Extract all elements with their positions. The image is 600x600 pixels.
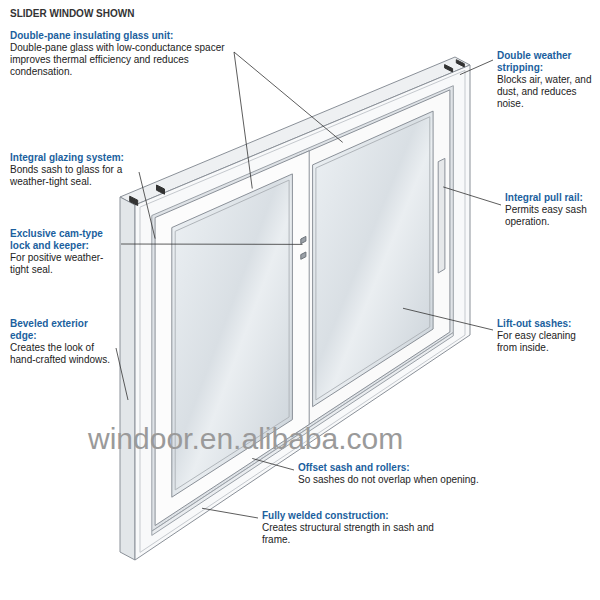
callout-text: Blocks air, water, and dust, and reduces… — [497, 74, 593, 110]
glass-section — [456, 60, 464, 67]
callout: Lift-out sashes:For easy cleaning from i… — [497, 318, 593, 354]
diagram-title: SLIDER WINDOW SHOWN — [10, 8, 134, 20]
leader-line — [252, 458, 294, 470]
callout-heading: Double weather stripping: — [497, 50, 593, 74]
callout-heading: Lift-out sashes: — [497, 318, 593, 330]
callout-heading: Offset sash and rollers: — [298, 462, 498, 474]
callout-text: Bonds sash to glass for a weather-tight … — [10, 164, 135, 188]
callout-text: For easy cleaning from inside. — [497, 330, 593, 354]
callout-text: So sashes do not overlap when opening. — [298, 474, 498, 486]
callout: Integral glazing system:Bonds sash to gl… — [10, 152, 135, 188]
callout: Double weather stripping:Blocks air, wat… — [497, 50, 593, 110]
watermark-group: windoor.en.alibaba.com — [88, 422, 518, 456]
callout-text: Double-pane glass with low-conductance s… — [10, 42, 232, 78]
watermark: windoor.en.alibaba.com — [88, 422, 518, 456]
leader-line — [460, 60, 493, 75]
callout-text: Permits easy sash operation. — [505, 204, 593, 228]
lock — [301, 236, 306, 243]
glass-section — [157, 185, 165, 194]
glass-section — [130, 196, 138, 205]
callout: Integral pull rail:Permits easy sash ope… — [505, 192, 593, 228]
leader-line — [121, 244, 303, 245]
keeper — [301, 252, 306, 259]
callout-text: Creates the look of hand-crafted windows… — [10, 342, 112, 366]
leader-line — [403, 308, 493, 330]
glass-section — [445, 65, 453, 72]
leader-line — [116, 348, 128, 400]
callout-heading: Fully welded construction: — [262, 510, 462, 522]
callout-heading: Exclusive cam-type lock and keeper: — [10, 228, 118, 252]
callout-heading: Double-pane insulating glass unit: — [10, 30, 232, 42]
right-spacer — [316, 117, 430, 400]
callout: Double-pane insulating glass unit:Double… — [10, 30, 232, 78]
leader-line — [139, 172, 155, 239]
right-glass — [313, 111, 434, 407]
leader-line — [234, 52, 252, 189]
callout: Fully welded construction:Creates struct… — [262, 510, 462, 546]
frame-end-face — [120, 197, 135, 560]
right-sash — [296, 90, 450, 433]
callout: Exclusive cam-type lock and keeper:For p… — [10, 228, 118, 276]
pull-rail — [438, 158, 445, 273]
callout-heading: Beveled exterior edge: — [10, 318, 112, 342]
leader-line — [202, 508, 258, 518]
leader-line — [234, 52, 343, 142]
callout: Offset sash and rollers:So sashes do not… — [298, 462, 498, 486]
leader-line — [443, 187, 501, 205]
callout-text: Creates structural strength in sash and … — [262, 522, 462, 546]
callout-heading: Integral glazing system: — [10, 152, 135, 164]
left-sash — [155, 151, 309, 526]
callout-heading: Integral pull rail: — [505, 192, 593, 204]
callout-text: For positive weather-tight seal. — [10, 252, 118, 276]
callout: Beveled exterior edge:Creates the look o… — [10, 318, 112, 366]
